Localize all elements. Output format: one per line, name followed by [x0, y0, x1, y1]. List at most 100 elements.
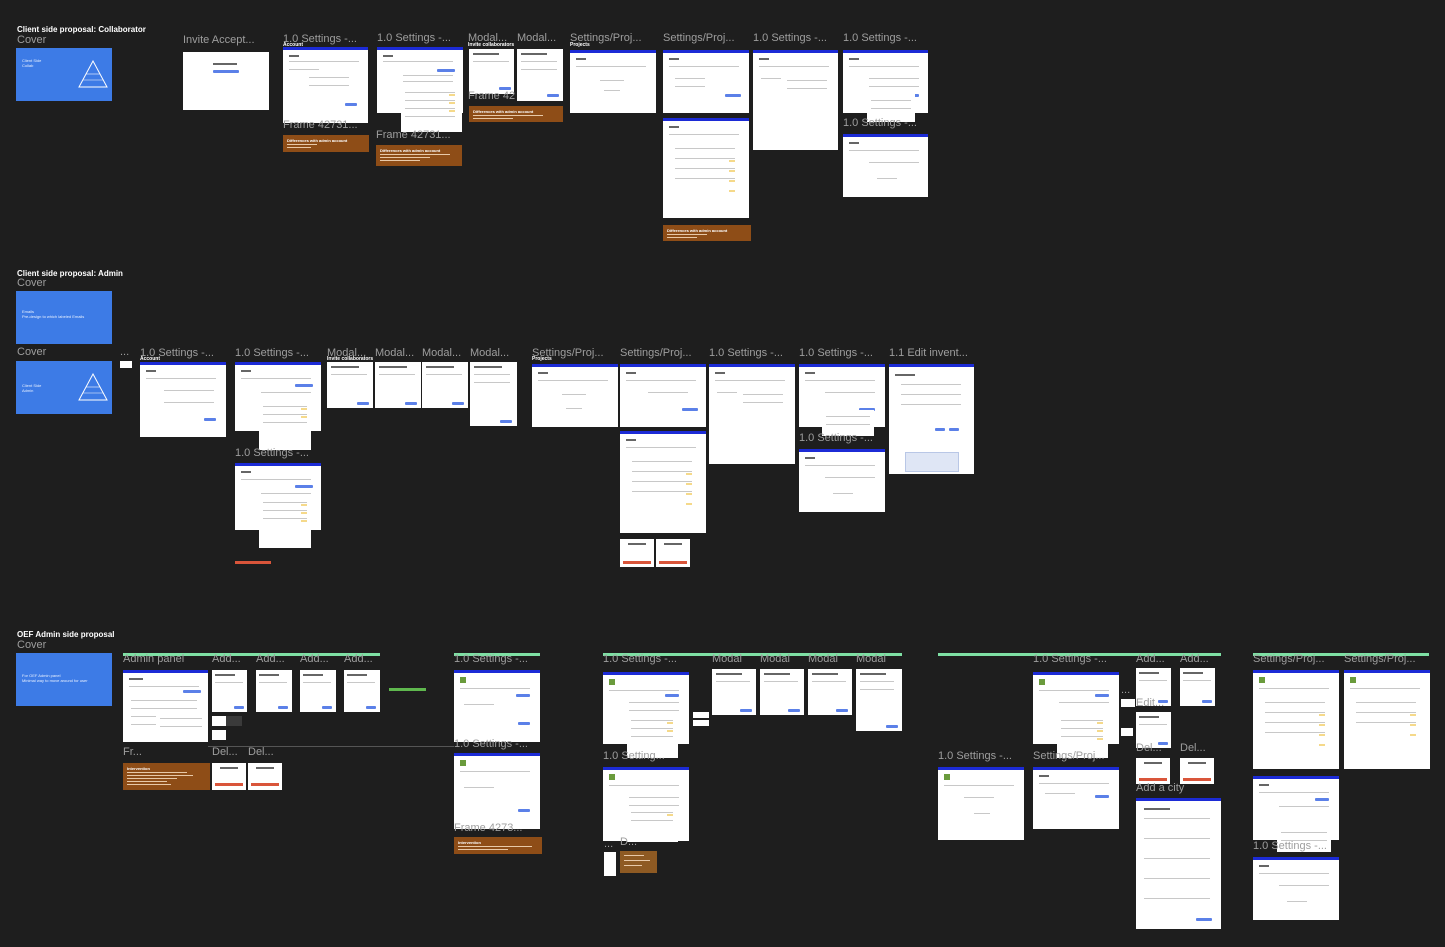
frame-label: Settings/Proj...	[1253, 653, 1325, 665]
frame-add-6[interactable]	[1180, 668, 1215, 706]
frame-add-1[interactable]	[212, 670, 247, 712]
frame-add-2[interactable]	[256, 670, 292, 712]
frame-settings-3[interactable]	[753, 50, 838, 150]
frame-label: Cover	[17, 34, 47, 46]
cover-admin[interactable]: Client Side Admin	[16, 361, 112, 414]
frame-label: 1.0 Settings -...	[140, 347, 214, 359]
group-bar	[123, 653, 380, 656]
frame-add-4[interactable]	[344, 670, 380, 712]
frame-label: Settings/Proj...	[532, 347, 604, 359]
frame-edit-inventory[interactable]	[889, 364, 974, 474]
frame-label: ...	[604, 838, 614, 850]
frame-settings-projects-oef-2[interactable]	[1253, 670, 1339, 769]
frame-settings-projects-1[interactable]	[570, 50, 656, 113]
frame-settings-admin-1[interactable]	[140, 362, 226, 437]
note-intervention: Intervention	[454, 837, 542, 854]
frame-modal-oef-2[interactable]	[760, 669, 804, 715]
note-differences: Differences with admin account	[283, 135, 369, 152]
frame-label: Invite Accept...	[183, 34, 255, 46]
logo-icon	[460, 760, 466, 766]
frame-label: Modal...	[422, 347, 462, 359]
group-bar	[603, 653, 902, 656]
frame-delete-3[interactable]	[212, 763, 246, 790]
frame-modal-admin-3[interactable]	[422, 362, 468, 408]
frame-settings-admin-5-overflow[interactable]	[259, 496, 311, 548]
frame-invite-accept[interactable]	[183, 52, 269, 110]
frame-admin-panel-overflow[interactable]	[156, 712, 206, 740]
frame-label: Cover	[17, 277, 47, 289]
frame-mini[interactable]	[212, 730, 226, 740]
frame-delete-2[interactable]	[656, 539, 690, 567]
frame-modal-admin-1[interactable]	[327, 362, 373, 408]
frame-mini[interactable]	[693, 712, 709, 718]
frame-modal-1[interactable]	[469, 49, 514, 94]
frame-settings-oef-5[interactable]	[938, 767, 1024, 840]
frame-delete-6[interactable]	[1180, 758, 1214, 784]
frame-label: Frame 42	[468, 90, 516, 102]
frame-modal-oef-3[interactable]	[808, 669, 852, 715]
pyramid-icon	[78, 373, 108, 401]
frame-settings-admin-2-overflow[interactable]	[259, 400, 311, 450]
frame-mini[interactable]	[212, 716, 226, 726]
frame-label: 1.0 Settings -...	[843, 117, 917, 129]
frame-modal-admin-2[interactable]	[375, 362, 421, 408]
frame-settings-oef-7-overflow[interactable]	[1277, 826, 1331, 852]
frame-label: ...	[1121, 684, 1131, 696]
frame-settings-projects-2[interactable]	[663, 50, 749, 113]
frame-mini[interactable]	[604, 852, 616, 876]
frame-settings-oef-4-overflow[interactable]	[627, 806, 678, 842]
frame-settings-oef-8[interactable]	[1253, 857, 1339, 920]
frame-delete-1[interactable]	[620, 539, 654, 567]
frame-add-city[interactable]	[1136, 798, 1221, 929]
frame-add-3[interactable]	[300, 670, 336, 712]
frame-label: 1.0 Settings -...	[843, 32, 917, 44]
frame-settings-admin-4-overflow[interactable]	[822, 410, 874, 436]
frame-mini[interactable]	[693, 720, 709, 726]
cover-emails[interactable]: Emails Pre-design to which labeled Email…	[16, 291, 112, 344]
frame-settings-oef-2[interactable]	[454, 753, 540, 829]
frame-settings-projects-oef-3[interactable]	[1344, 670, 1430, 769]
frame-settings-oef-1[interactable]	[454, 670, 540, 742]
frame-label: 1.0 Settings -...	[235, 347, 309, 359]
cover-oef[interactable]: For OEF Admin panel Minimal way to move …	[16, 653, 112, 706]
frame-settings-admin-6[interactable]	[799, 449, 885, 512]
frame-settings-projects-admin-1[interactable]	[532, 364, 618, 427]
frame-settings-5[interactable]	[843, 134, 928, 197]
cover-collaborator[interactable]: Client Side Collab	[16, 48, 112, 101]
frame-add-5[interactable]	[1136, 668, 1171, 706]
note-title: Intervention	[458, 840, 481, 845]
frame-edit[interactable]	[1136, 712, 1171, 748]
section-title-admin: Client side proposal: Admin	[17, 269, 123, 278]
frame-settings-projects-admin-3[interactable]	[620, 431, 706, 533]
frame-settings-projects-oef-1[interactable]	[1033, 767, 1119, 829]
frame-mini[interactable]	[1121, 699, 1135, 707]
frame-modal-oef-4[interactable]	[856, 669, 902, 731]
frame-settings-1[interactable]	[283, 47, 368, 123]
frame-label: Modal...	[327, 347, 367, 359]
frame-label: 1.1 Edit invent...	[889, 347, 968, 359]
frame-label: 1.0 Settings -...	[603, 653, 677, 665]
frame-label: Settings/Proj...	[1344, 653, 1416, 665]
frame-mini[interactable]	[120, 361, 132, 368]
frame-settings-projects-3[interactable]	[663, 118, 749, 218]
frame-settings-4-overflow[interactable]	[867, 94, 915, 122]
frame-delete-4[interactable]	[248, 763, 282, 790]
note-title: Differences with admin account	[473, 109, 534, 114]
frame-settings-admin-3[interactable]	[709, 364, 795, 464]
frame-delete-5[interactable]	[1136, 758, 1170, 784]
cover-text: Emails Pre-design to which labeled Email…	[22, 309, 85, 319]
frame-settings-2-overflow[interactable]	[401, 86, 462, 132]
frame-mini[interactable]	[1121, 728, 1133, 736]
frame-modal-admin-4[interactable]	[470, 362, 517, 426]
connector-line	[208, 746, 454, 747]
frame-label: Add...	[256, 653, 285, 665]
frame-modal-oef-1[interactable]	[712, 669, 756, 715]
note-intervention	[620, 851, 657, 873]
frame-settings-oef-3-overflow[interactable]	[627, 714, 678, 758]
frame-label-invite-collaborators: Invite collaborators	[468, 42, 515, 48]
frame-modal-2[interactable]	[517, 49, 563, 101]
frame-mini[interactable]	[226, 716, 242, 726]
note-intervention: Intervention	[123, 763, 210, 790]
frame-settings-oef-6-overflow[interactable]	[1057, 714, 1108, 758]
frame-settings-projects-admin-2[interactable]	[620, 364, 706, 427]
